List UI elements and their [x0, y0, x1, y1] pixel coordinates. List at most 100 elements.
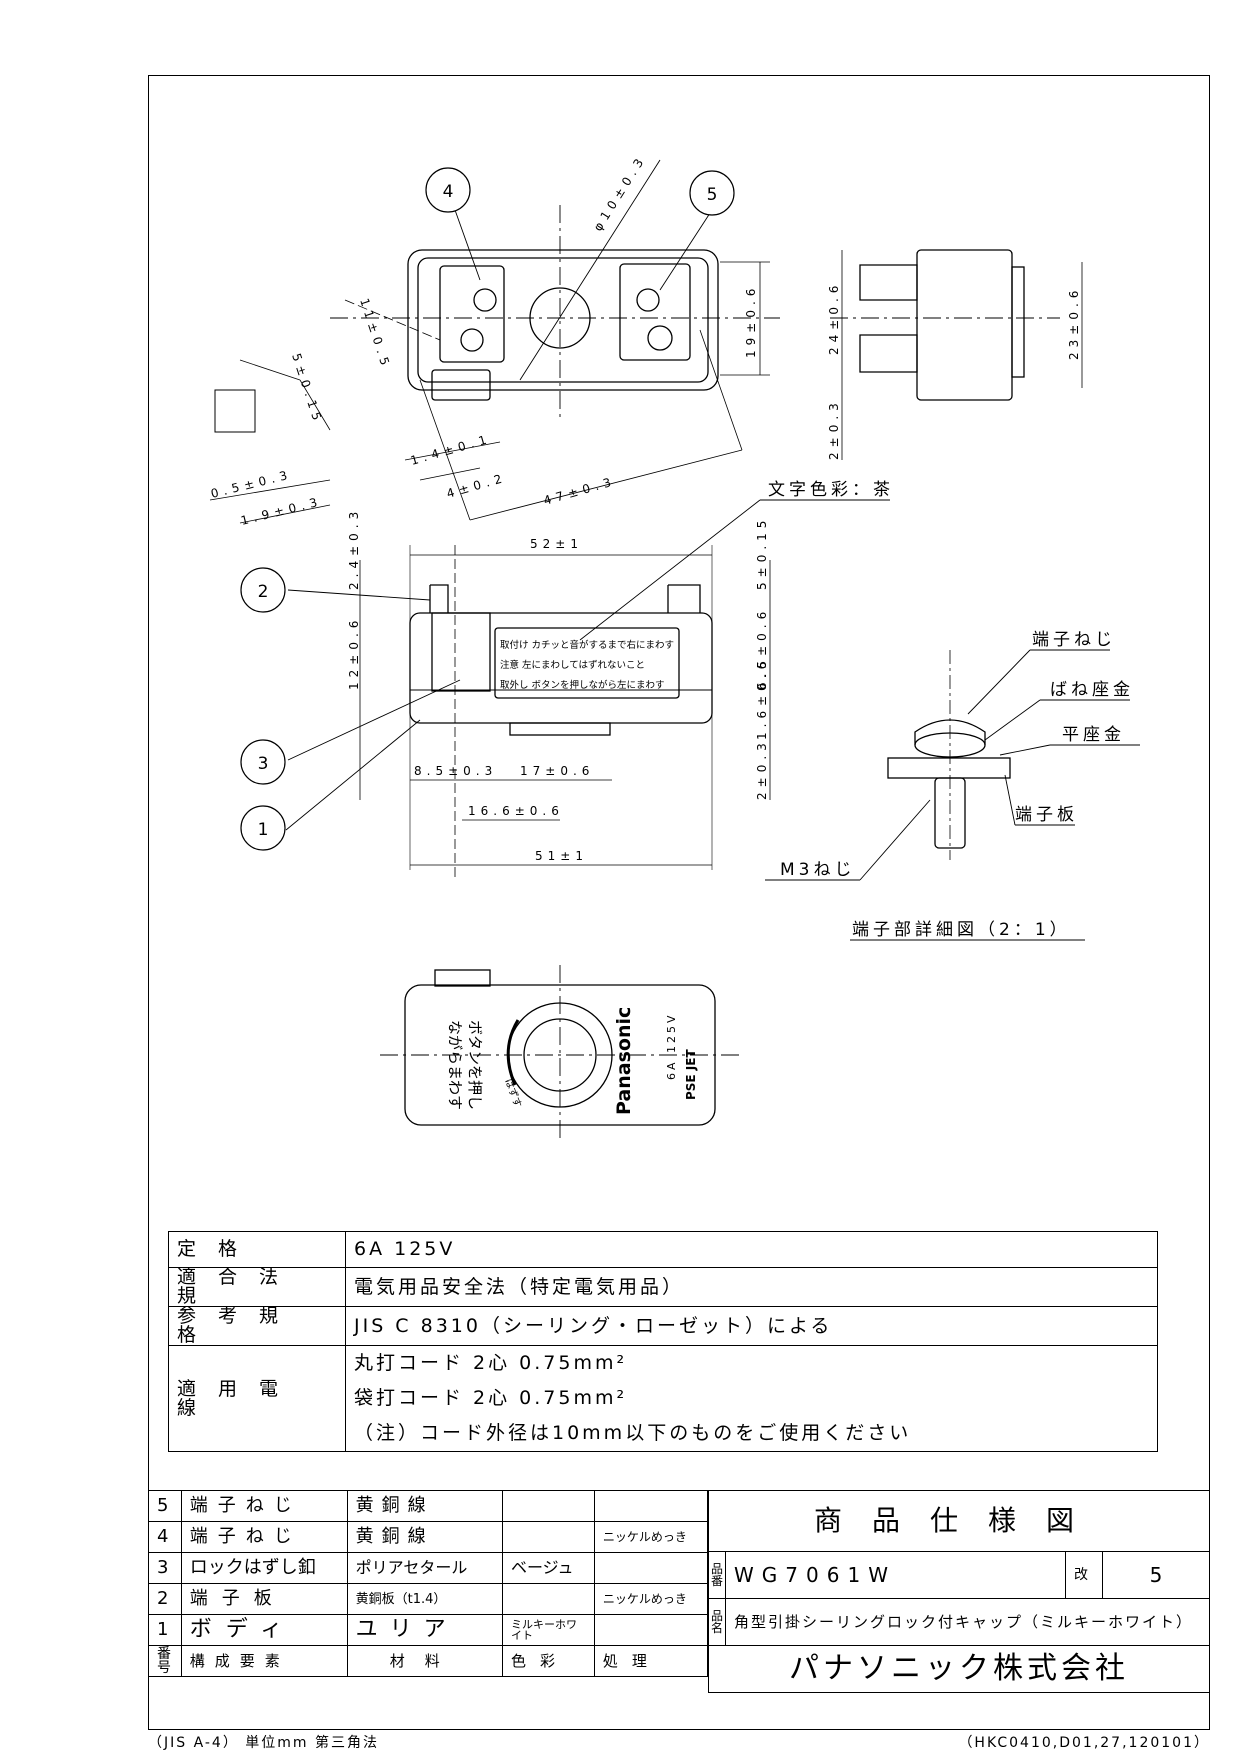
- table-row: 1 ボディ ユリア ミルキーホワイト: [148, 1614, 709, 1646]
- part-no: 5: [148, 1490, 182, 1522]
- part-material: 黄銅板（t1.4）: [346, 1583, 503, 1615]
- header-finish: 処理: [593, 1645, 709, 1677]
- table-row: 3 ロックはずし釦 ポリアセタール ベージュ: [148, 1552, 709, 1584]
- note-detail-title: 端子部詳細図（2：1）: [852, 920, 1071, 940]
- spec-label: 適用電線: [168, 1345, 346, 1452]
- dim-2-4: 2.4±0.3: [347, 507, 361, 590]
- note-spring-washer: ばね座金: [1050, 680, 1134, 700]
- dim-23: 23±0.6: [1067, 286, 1081, 360]
- dim-5b: 5±0.15: [755, 516, 769, 590]
- instruction-1: ボタンを押し: [466, 1020, 484, 1110]
- header-no: 番号: [148, 1645, 182, 1677]
- part-no: 4: [148, 1521, 182, 1553]
- pse-mark: PSE JET: [684, 1049, 698, 1100]
- dim-4: 4±0.2: [445, 470, 508, 500]
- label-line-3: 取外し ボタンを押しながら左にまわす: [500, 679, 665, 691]
- label-line-2: 注意 左にまわしてはずれないこと: [500, 659, 645, 671]
- dim-16-6: 16.6±0.6: [468, 804, 564, 818]
- rating-text: 6A 125V: [665, 1012, 678, 1080]
- brand-logo: Panasonic: [613, 1007, 635, 1115]
- dim-47: 47±0.3: [542, 474, 617, 508]
- dim-2a: 2±0.3: [827, 398, 841, 460]
- dim-11: 11±0.5: [357, 297, 393, 372]
- front-label-plate: [494, 627, 680, 699]
- wire-line: （注）コード外径は10mm以下のものをご使用ください: [354, 1422, 912, 1444]
- dim-2b: 2±0.3: [755, 738, 769, 800]
- dim-0-5: 0.5±0.3: [209, 467, 293, 501]
- wire-line: 袋打コード 2心 0.75mm²: [354, 1387, 628, 1409]
- table-row: 5 端子ねじ 黄銅線: [148, 1490, 709, 1522]
- note-flat-washer: 平座金: [1062, 725, 1125, 745]
- part-material: 黄銅線: [346, 1521, 503, 1553]
- instruction-2: ながらまわす: [446, 1020, 464, 1110]
- part-color: ミルキーホワイト: [501, 1614, 595, 1646]
- spec-table: 定格 6A 125V 適合法規 電気用品安全法（特定電気用品） 参考規格 JIS…: [168, 1231, 1158, 1452]
- table-header-row: 番号 構成要素 材料 色彩 処理: [148, 1645, 709, 1677]
- part-name: 端子ねじ: [180, 1490, 348, 1522]
- header-material: 材料: [346, 1645, 503, 1677]
- balloon-2: 2: [258, 582, 269, 602]
- top-view-body: [407, 249, 719, 391]
- dim-1-4: 1.4±0.1: [409, 431, 493, 467]
- product-name: 角型引掛シーリングロック付キャップ（ミルキーホワイト）: [725, 1598, 1210, 1646]
- dim-52: 52±1: [530, 537, 583, 551]
- part-no: 1: [148, 1614, 182, 1646]
- part-no: 3: [148, 1552, 182, 1584]
- part-finish: ニッケルめっき: [593, 1583, 709, 1615]
- table-row: 2 端子板 黄銅板（t1.4） ニッケルめっき: [148, 1583, 709, 1615]
- arrow-text: はずす: [502, 1077, 524, 1109]
- dim-phi: φ10±0.3: [591, 152, 649, 233]
- spec-value: 6A 125V: [345, 1231, 1158, 1268]
- dim-1-6: 1.6±0.6: [755, 657, 769, 740]
- drawing-frame: [148, 75, 1210, 1730]
- note-text-color: 文字色彩：茶: [768, 480, 894, 500]
- table-row: 4 端子ねじ 黄銅線 ニッケルめっき: [148, 1521, 709, 1553]
- rev-label: 改: [1065, 1551, 1103, 1599]
- balloon-4: 4: [443, 182, 454, 202]
- dim-12: 12±0.6: [347, 616, 361, 690]
- dim-5-015: 5±0.15: [289, 352, 325, 427]
- note-terminal-screw: 端子ねじ: [1032, 630, 1116, 650]
- part-finish: ニッケルめっき: [593, 1521, 709, 1553]
- part-finish: [593, 1490, 709, 1522]
- part-material: ユリア: [346, 1614, 503, 1646]
- dim-24: 24±0.6: [827, 281, 841, 355]
- balloon-3: 3: [258, 754, 269, 774]
- spec-label: 定格: [168, 1231, 346, 1268]
- dim-6-5: 6.5±0.6: [755, 607, 769, 690]
- part-material: ポリアセタール: [346, 1552, 503, 1584]
- part-name: ロックはずし釦: [180, 1552, 348, 1584]
- part-color: ベージュ: [501, 1552, 595, 1584]
- part-number: WG7061W: [725, 1551, 1066, 1599]
- dim-51: 51±1: [535, 849, 588, 863]
- part-color: [501, 1521, 595, 1553]
- parts-table: 5 端子ねじ 黄銅線 4 端子ねじ 黄銅線 ニッケルめっき 3 ロックはずし釦 …: [148, 1490, 709, 1677]
- part-name: 端子ねじ: [180, 1521, 348, 1553]
- company-name: パナソニック株式会社: [708, 1645, 1210, 1693]
- dim-8-5: 8.5±0.3: [414, 764, 497, 778]
- title-text: 商品仕様図: [708, 1490, 1210, 1552]
- header-color: 色彩: [501, 1645, 595, 1677]
- part-finish: [593, 1552, 709, 1584]
- spec-value: 電気用品安全法（特定電気用品）: [345, 1267, 1158, 1307]
- part-material: 黄銅線: [346, 1490, 503, 1522]
- part-name: ボディ: [180, 1614, 348, 1646]
- part-name: 端子板: [180, 1583, 348, 1615]
- balloon-5: 5: [707, 185, 718, 205]
- technical-drawing: 1 2 3 4 5 φ10±0.3 47±0.3 19±0.6 24±0.6 2…: [209, 152, 1140, 1140]
- part-color: [501, 1490, 595, 1522]
- dim-1-9: 1.9±0.3: [239, 494, 323, 528]
- spec-value: JIS C 8310（シーリング・ローゼット）による: [345, 1306, 1158, 1346]
- balloon-1: 1: [258, 820, 269, 840]
- name-label: 品名: [707, 1598, 727, 1646]
- part-no-label: 品番: [707, 1551, 727, 1599]
- footer-right: （HKC0410,D01,27,120101）: [958, 1735, 1210, 1751]
- rev-number: 5: [1102, 1551, 1210, 1599]
- label-line-1: 取付け カチッと音がするまで右にまわす: [500, 639, 674, 651]
- dim-17: 17±0.6: [520, 764, 594, 778]
- header-name: 構成要素: [180, 1645, 348, 1677]
- dim-19: 19±0.6: [744, 284, 758, 358]
- side-view-body: [916, 249, 1013, 401]
- part-no: 2: [148, 1583, 182, 1615]
- spec-value-wires: 丸打コード 2心 0.75mm² 袋打コード 2心 0.75mm² （注）コード…: [345, 1345, 1158, 1452]
